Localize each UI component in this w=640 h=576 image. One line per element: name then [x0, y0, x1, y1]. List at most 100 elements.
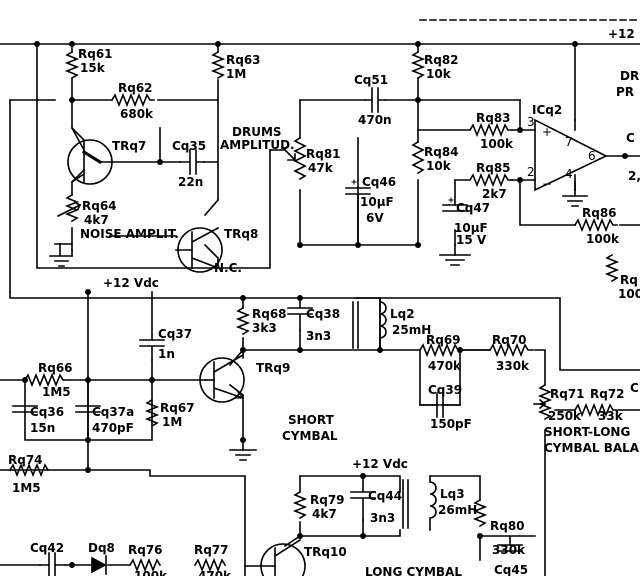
cq35-symbol — [179, 149, 205, 175]
cq44-name: Cq44 — [368, 489, 402, 503]
opamp-name: ICq2 — [532, 103, 562, 117]
cq37-name: Cq37 — [158, 327, 192, 341]
cq39-value: 150pF — [430, 417, 472, 431]
rq74-value: 1M5 — [12, 481, 41, 495]
rq80-symbol — [472, 498, 488, 528]
cq37-symbol — [139, 339, 165, 361]
lq3-coil — [429, 475, 437, 531]
rq63-value: 1M — [226, 67, 246, 81]
cq37-value: 1n — [158, 347, 175, 361]
rq79-name: Rq79 — [310, 493, 345, 507]
rq84-name: Rq84 — [424, 145, 459, 159]
cq46-name: Cq46 — [362, 175, 396, 189]
cq44-symbol — [350, 491, 376, 521]
edge-label-1: DR — [620, 69, 639, 83]
trq8-name: TRq8 — [224, 227, 258, 241]
rq70-symbol — [488, 342, 534, 358]
rq74-symbol — [8, 462, 50, 478]
opamp-pin-7: 7 — [565, 135, 573, 149]
ground-symbols — [49, 195, 588, 461]
cq46-value: 10µF — [360, 195, 394, 209]
rq72-symbol — [573, 402, 617, 418]
cq37a-name: Cq37a — [92, 405, 134, 419]
rq76-symbol — [128, 557, 162, 573]
cq51-symbol — [364, 87, 386, 113]
rq69-name: Rq69 — [426, 333, 461, 347]
cq39-name: Cq39 — [428, 383, 462, 397]
cq42-name: Cq42 — [30, 541, 64, 555]
junction-dots — [22, 41, 628, 568]
rq85-name: Rq85 — [476, 161, 511, 175]
rq62-value: 680k — [120, 107, 154, 121]
rq86-name: Rq86 — [582, 206, 617, 220]
rq71-name: Rq71 — [550, 387, 585, 401]
cq47-name: Cq47 — [456, 201, 490, 215]
short-long-label-2: CYMBAL BALA — [544, 441, 640, 455]
resistor-symbols — [8, 50, 620, 573]
rq86-right-symbol — [604, 253, 620, 283]
trq9-body — [199, 357, 245, 403]
short-cymbal-label-1: SHORT — [288, 413, 335, 427]
cq38-value: 3n3 — [306, 329, 331, 343]
cq44-value: 3n3 — [370, 511, 395, 525]
trq9-name: TRq9 — [256, 361, 290, 375]
potentiometer-arrows — [56, 148, 547, 410]
rq81-value: 47k — [308, 161, 334, 175]
cq46-symbol — [345, 187, 371, 246]
opamp-minus: − — [542, 177, 552, 191]
rq77-name: Rq77 — [194, 543, 229, 557]
rq66-value: 1M5 — [42, 385, 71, 399]
rq86-symbol — [573, 217, 618, 233]
lq3-name: Lq3 — [440, 487, 465, 501]
cq45-name: Cq45 — [494, 563, 528, 576]
rq83-value: 100k — [480, 137, 514, 151]
wires — [0, 19, 640, 576]
rq84-value: 10k — [426, 159, 452, 173]
dq8-name: Dq8 — [88, 541, 115, 555]
rq64-value: 4k7 — [84, 213, 109, 227]
rq64-symbol — [64, 193, 80, 223]
drums-amplitude-label-2: AMPLITUD. — [220, 138, 295, 152]
rq80-value: 330k — [492, 543, 526, 557]
rq81-name: Rq81 — [306, 147, 341, 161]
supply-label-lower: +12 Vdc — [352, 457, 408, 471]
lq3-value: 26mH — [438, 503, 477, 517]
rq79-symbol — [292, 490, 308, 520]
cq47-value: 10µF — [454, 221, 488, 235]
rq62-name: Rq62 — [118, 81, 153, 95]
capacitor-symbols — [12, 87, 523, 576]
rq82-symbol — [410, 50, 426, 80]
labels: +12 +12 Vdc +12 Vdc DRUMS AMPLITUD. NOIS… — [8, 27, 640, 576]
rq72-name: Rq72 — [590, 387, 625, 401]
cq36-symbol — [12, 405, 38, 413]
cq36-value: 15n — [30, 421, 55, 435]
opamp-pin-2: 2 — [527, 165, 535, 179]
drums-amplitude-label-1: DRUMS — [232, 125, 282, 139]
rq61-name: Rq61 — [78, 47, 113, 61]
rq63-name: Rq63 — [226, 53, 261, 67]
supply-label-top: +12 — [608, 27, 635, 41]
cq36-name: Cq36 — [30, 405, 64, 419]
edge-label-6: 100 — [618, 287, 640, 301]
rq71-symbol — [537, 383, 553, 421]
cq35-value: 22n — [178, 175, 203, 189]
rq81-symbol — [293, 136, 307, 181]
rq62-symbol — [110, 92, 155, 108]
rq67-value: 1M — [162, 415, 182, 429]
rq68-value: 3k3 — [252, 321, 277, 335]
cq47-symbol — [442, 204, 468, 212]
trq10-name: TRq10 — [304, 545, 347, 559]
edge-label-7: C — [630, 381, 639, 395]
supply-label-mid: +12 Vdc — [103, 276, 159, 290]
lq2-value: 25mH — [392, 323, 431, 337]
rq61-value: 15k — [80, 61, 106, 75]
rq71-value: 250k — [548, 409, 582, 423]
transistor-symbols — [67, 126, 306, 576]
cq51-value: 470n — [358, 113, 392, 127]
cq37a-symbol — [75, 405, 101, 413]
cq37a-value: 470pF — [92, 421, 134, 435]
cq51-name: Cq51 — [354, 73, 388, 87]
rq66-symbol — [23, 372, 70, 388]
short-long-label-1: SHORT-LONG — [544, 425, 630, 439]
